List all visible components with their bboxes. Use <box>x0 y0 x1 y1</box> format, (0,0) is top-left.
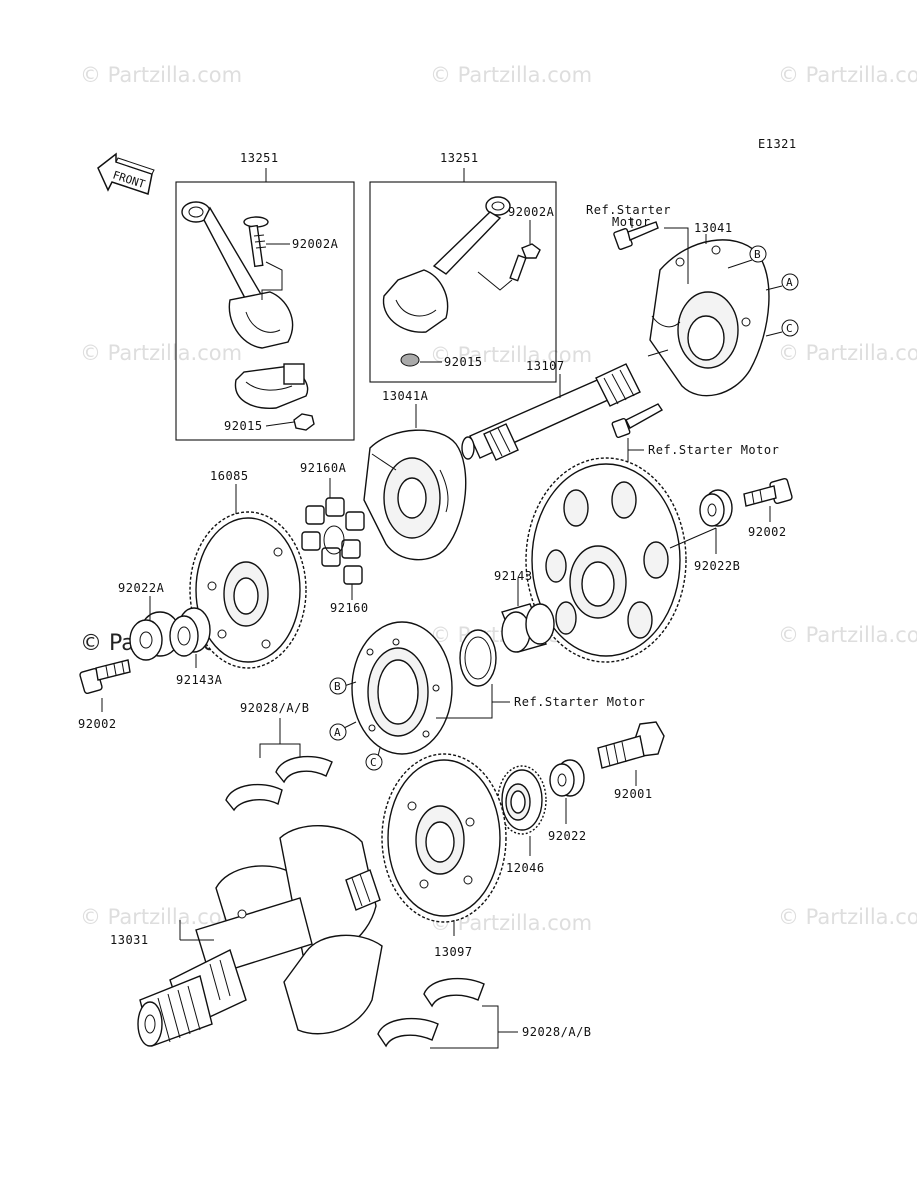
part-label: 92002A <box>292 237 339 251</box>
part-label: 92160 <box>330 601 369 615</box>
part-label: 92022B <box>694 559 740 573</box>
bolt-icon <box>613 221 659 250</box>
connecting-rod-assembly-left: 13251 92002A 92015 <box>175 151 355 441</box>
watermark: © Partzilla.com <box>430 343 592 367</box>
washer-92022A: 92022A <box>118 581 181 661</box>
diagram-code: E1321 <box>758 137 797 151</box>
bolt-icon <box>243 216 269 268</box>
gear-13097: 13097 <box>381 753 507 959</box>
callout-circle <box>329 677 347 695</box>
washer-92022: 92022 <box>548 759 587 843</box>
part-label: 92015 <box>224 419 263 433</box>
bolt-icon <box>611 403 664 439</box>
bolt-icon: 92002 <box>743 477 793 539</box>
washer-92022B: 92022B <box>669 489 740 573</box>
watermark: © Partzilla.com <box>778 905 917 929</box>
part-label: 92028/A/B <box>522 1025 592 1039</box>
part-label: 92143A <box>176 673 223 687</box>
crankshaft: 13031 <box>110 825 383 1047</box>
callout-label: B <box>334 680 341 693</box>
part-label: 92143 <box>494 569 533 583</box>
bearing-inserts-lower: 92028/A/B <box>377 977 592 1049</box>
part-label: 13097 <box>434 945 473 959</box>
part-label: 92022A <box>118 581 165 595</box>
idle-gear-16085: 16085 <box>189 469 307 669</box>
callout-label: A <box>334 726 341 739</box>
part-label: 13251 <box>240 151 279 165</box>
bolt-92001: 92001 <box>597 721 665 801</box>
callout-circle <box>329 723 347 741</box>
callout-label: C <box>370 756 377 769</box>
watermark: © Partzilla.com <box>778 341 917 365</box>
nut-icon <box>400 353 420 367</box>
callout-circle <box>781 273 799 291</box>
rod-cap-icon <box>234 363 309 409</box>
part-label: 92002 <box>748 525 787 539</box>
nut-icon <box>293 413 315 431</box>
front-arrow-icon: FRONT <box>97 152 155 195</box>
starter-shaft: 13107 <box>461 349 669 461</box>
bolt-icon: 92002 <box>78 659 131 731</box>
watermark: © Partzilla.com <box>430 63 592 87</box>
part-label: 92022 <box>548 829 587 843</box>
bolt-icon <box>509 243 541 282</box>
part-label: 92160A <box>300 461 347 475</box>
connecting-rod-assembly-right: 13251 92002A 92015 <box>369 151 557 383</box>
part-label: 92002 <box>78 717 117 731</box>
watermark: © Partzilla.com <box>778 63 917 87</box>
watermark: © Partzilla.com <box>80 341 242 365</box>
part-label: 13031 <box>110 933 149 947</box>
ref-label: Ref.Starter Motor <box>514 695 645 709</box>
watermark: © Partzilla.com <box>778 623 917 647</box>
part-label: 13251 <box>440 151 479 165</box>
callout-circle <box>749 245 767 263</box>
starter-clutch-housing-lower: 13041A <box>363 389 467 561</box>
damper-rubber: 92160A 92160 <box>300 461 369 615</box>
watermark: © Partzilla.com <box>80 63 242 87</box>
part-label: 13041A <box>382 389 429 403</box>
one-way-clutch: B A C Ref.Starter Motor <box>329 621 645 771</box>
callout-circle <box>365 753 383 771</box>
starter-driven-gear <box>525 457 687 663</box>
gear-12046: 12046 <box>497 765 547 875</box>
part-label: 92001 <box>614 787 653 801</box>
part-label: 13107 <box>526 359 565 373</box>
callout-label: B <box>754 248 761 261</box>
ref-label: Ref.Starter Motor <box>648 443 779 457</box>
collar-92143A: 92143A <box>169 607 223 687</box>
part-label: 92028/A/B <box>240 701 310 715</box>
part-label: 12046 <box>506 861 545 875</box>
part-label: 92002A <box>508 205 555 219</box>
bearing-inserts-upper: 92028/A/B <box>225 701 333 812</box>
starter-clutch-housing-upper: 13041 Ref.Starter Motor B A C <box>586 203 799 397</box>
ref-label: Motor <box>612 215 651 229</box>
callout-label: A <box>786 276 793 289</box>
connecting-rod-icon <box>181 201 294 349</box>
connecting-rod-icon <box>382 196 511 333</box>
part-label: 13041 <box>694 221 733 235</box>
watermarks: © Partzilla.com © Partzilla.com © Partzi… <box>80 63 917 935</box>
collar-92143: 92143 <box>494 569 555 653</box>
ref-label: Ref.Starter <box>586 203 671 217</box>
part-label: 16085 <box>210 469 249 483</box>
callout-circle <box>781 319 799 337</box>
part-label: 92015 <box>444 355 483 369</box>
callout-label: C <box>786 322 793 335</box>
